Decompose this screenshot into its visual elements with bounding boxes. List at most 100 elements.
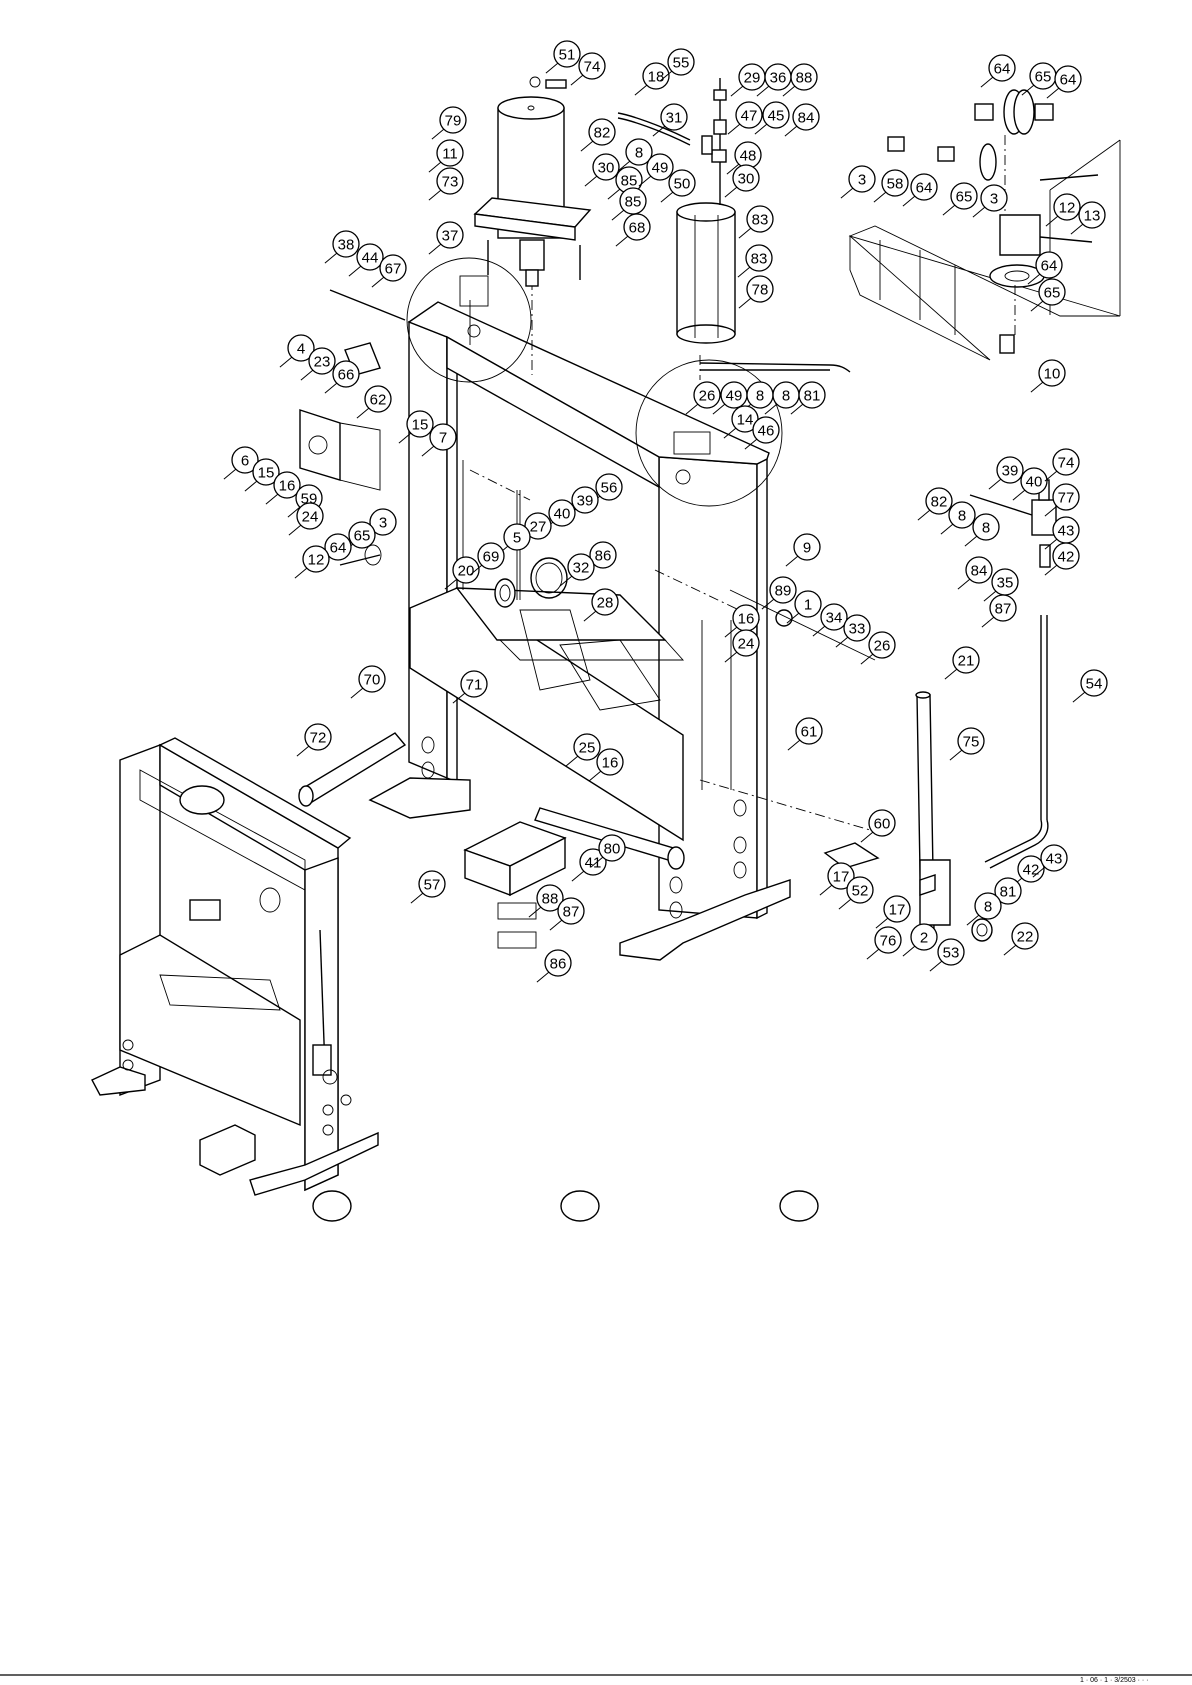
callout-balloon-43: 43: [1032, 844, 1068, 878]
pedal-guard: [463, 821, 567, 949]
balloon-circle: [910, 173, 938, 201]
balloon-number: 66: [338, 367, 355, 384]
callout-balloon-64: 64: [1027, 251, 1063, 285]
callout-balloon-3: 3: [972, 184, 1008, 218]
leader-line: [712, 403, 726, 415]
callout-balloon-7: 7: [421, 423, 457, 457]
balloon-number: 46: [758, 423, 775, 440]
callout-balloon-15: 15: [244, 458, 280, 492]
leader-line: [565, 755, 579, 767]
balloon-number: 64: [1060, 72, 1077, 89]
empty-callouts: [312, 1190, 819, 1222]
balloon-number: 26: [699, 388, 716, 405]
balloon-circle: [996, 456, 1024, 484]
callout-balloon-67: 67: [371, 254, 407, 288]
callout-balloon-71: 71: [452, 670, 488, 704]
balloon-circle: [418, 870, 446, 898]
balloon-circle: [436, 167, 464, 195]
leader-line: [835, 636, 849, 648]
leader-line: [1012, 489, 1026, 501]
balloon-circle: [1052, 542, 1080, 570]
callout-balloon-78: 78: [738, 275, 774, 309]
balloon-circle: [436, 221, 464, 249]
callout-balloon-12: 12: [294, 545, 330, 579]
pump-assembly: [823, 479, 1057, 942]
callout-balloon-81: 81: [790, 381, 826, 415]
balloon-circle: [843, 614, 871, 642]
callout-balloon-72: 72: [296, 723, 332, 757]
balloon-circle: [948, 501, 976, 529]
callout-balloon-11: 11: [428, 139, 464, 173]
callout-balloon-69: 69: [469, 542, 505, 576]
leader-line: [786, 612, 800, 624]
balloon-number: 3: [379, 515, 387, 532]
balloon-number: 12: [308, 552, 325, 569]
callout-balloon-85: 85: [611, 187, 647, 221]
callout-balloon-65: 65: [1030, 278, 1066, 312]
callout-balloon-49: 49: [712, 381, 748, 415]
balloon-circle: [364, 385, 392, 413]
balloon-number: 43: [1046, 851, 1063, 868]
balloon-circle: [369, 508, 397, 536]
callout-balloon-64: 64: [1046, 65, 1082, 99]
balloon-number: 6: [241, 453, 249, 470]
balloon-number: 8: [984, 899, 992, 916]
leader-line: [764, 403, 778, 415]
balloon-circle: [589, 541, 617, 569]
balloon-circle: [1011, 922, 1039, 950]
callout-balloon-24: 24: [288, 502, 324, 536]
balloon-circle: [793, 533, 821, 561]
callout-balloon-8: 8: [940, 501, 976, 535]
balloon-circle: [348, 521, 376, 549]
balloon-circle: [356, 243, 384, 271]
balloon-circle: [1052, 483, 1080, 511]
leader-line: [724, 651, 738, 663]
callout-balloon-16: 16: [265, 471, 301, 505]
balloon-number: 64: [330, 540, 347, 557]
leader-line: [571, 870, 585, 882]
leader-line: [902, 195, 916, 207]
callout-balloon-50: 50: [660, 169, 696, 203]
callout-balloon-52: 52: [838, 876, 874, 910]
balloon-circle: [732, 629, 760, 657]
leader-line: [431, 128, 445, 140]
leader-line: [1027, 273, 1041, 285]
balloon-number: 84: [798, 110, 815, 127]
balloon-number: 68: [629, 220, 646, 237]
callout-balloon-47: 47: [727, 101, 763, 135]
balloon-circle: [571, 486, 599, 514]
balloon-circle: [598, 834, 626, 862]
leader-line: [723, 427, 737, 439]
balloon-circle: [827, 862, 855, 890]
balloon-circle: [745, 244, 773, 272]
callout-balloon-17: 17: [875, 895, 911, 929]
leader-line: [584, 175, 598, 187]
balloon-number: 16: [279, 478, 296, 495]
balloon-circle: [544, 949, 572, 977]
balloon-number: 85: [625, 194, 642, 211]
balloon-circle: [304, 723, 332, 751]
callout-balloon-44: 44: [348, 243, 384, 277]
callout-balloon-65: 65: [942, 182, 978, 216]
balloon-circle: [231, 446, 259, 474]
leader-line: [1045, 215, 1059, 227]
callout-balloon-17: 17: [819, 862, 855, 896]
empty-callout-circle: [779, 1190, 819, 1222]
callout-balloon-15: 15: [398, 410, 434, 444]
leader-line: [730, 85, 744, 97]
balloon-circle: [460, 670, 488, 698]
callout-balloon-73: 73: [428, 167, 464, 201]
callout-balloon-3: 3: [840, 165, 876, 199]
balloon-circle: [557, 897, 585, 925]
balloon-number: 42: [1058, 549, 1075, 566]
balloon-circle: [553, 40, 581, 68]
balloon-number: 70: [364, 672, 381, 689]
leader-line: [964, 535, 978, 547]
callout-balloon-89: 89: [761, 576, 797, 610]
callout-balloon-16: 16: [588, 748, 624, 782]
balloon-circle: [588, 118, 616, 146]
callout-balloon-38: 38: [324, 230, 360, 264]
callout-balloon-12: 12: [1045, 193, 1081, 227]
balloon-number: 77: [1058, 490, 1075, 507]
